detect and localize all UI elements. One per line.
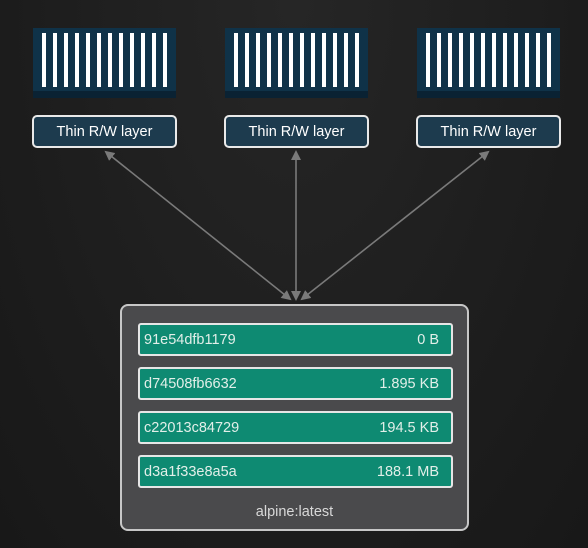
image-layers-box: 91e54dfb1179 0 B d74508fb6632 1.895 KB c… (120, 304, 469, 531)
container-stripes (426, 33, 551, 87)
layer-size: 1.895 KB (379, 375, 439, 392)
rw-layer-1: Thin R/W layer (32, 115, 177, 148)
container-icon-2 (225, 28, 368, 98)
image-layer-row: d3a1f33e8a5a 188.1 MB (138, 455, 453, 488)
container-stripes (234, 33, 359, 87)
layer-size: 0 B (417, 331, 439, 348)
layer-size: 188.1 MB (376, 463, 439, 480)
layer-size: 194.5 KB (379, 419, 439, 436)
container-icon-3 (417, 28, 560, 98)
container-stripes (42, 33, 167, 87)
rw-layer-3: Thin R/W layer (416, 115, 561, 148)
layer-id: d3a1f33e8a5a (144, 463, 237, 480)
rw-layer-2: Thin R/W layer (224, 115, 369, 148)
arrow-right (300, 150, 490, 301)
layer-id: 91e54dfb1179 (144, 331, 236, 348)
image-layer-row: d74508fb6632 1.895 KB (138, 367, 453, 400)
arrow-left (104, 150, 292, 301)
layer-id: c22013c84729 (144, 419, 240, 436)
layer-id: d74508fb6632 (144, 375, 237, 392)
image-layer-row: c22013c84729 194.5 KB (138, 411, 453, 444)
container-icon-1 (33, 28, 176, 98)
image-layer-row: 91e54dfb1179 0 B (138, 323, 453, 356)
image-name: alpine:latest (255, 504, 334, 520)
